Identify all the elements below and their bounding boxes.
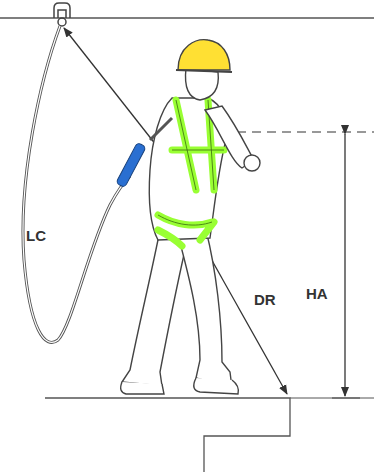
dimension-label: DR: [254, 292, 276, 307]
fist: [244, 155, 260, 171]
helmet-brim: [176, 70, 232, 72]
lc-line: [64, 28, 160, 150]
anchor-ring: [58, 18, 66, 26]
dimension-label: LC: [26, 228, 46, 243]
lanyard-connector: [150, 118, 172, 140]
helmet: [178, 40, 230, 70]
floor-level: [290, 398, 374, 399]
head: [186, 68, 219, 100]
back-leg: [122, 230, 185, 386]
dimension-label: HA: [306, 286, 328, 301]
back-boot: [121, 382, 164, 394]
lanyard-cable: [23, 26, 130, 342]
dashed-reference: [222, 131, 374, 132]
floor-edge: [45, 398, 290, 472]
ha-dimension: [344, 134, 345, 396]
lanyard-highlight: [23, 26, 130, 342]
front-boot: [194, 378, 239, 394]
front-leg: [178, 230, 232, 388]
anchor-point: [54, 3, 70, 18]
energy-absorber: [116, 142, 146, 187]
ceiling-line: [0, 17, 374, 18]
